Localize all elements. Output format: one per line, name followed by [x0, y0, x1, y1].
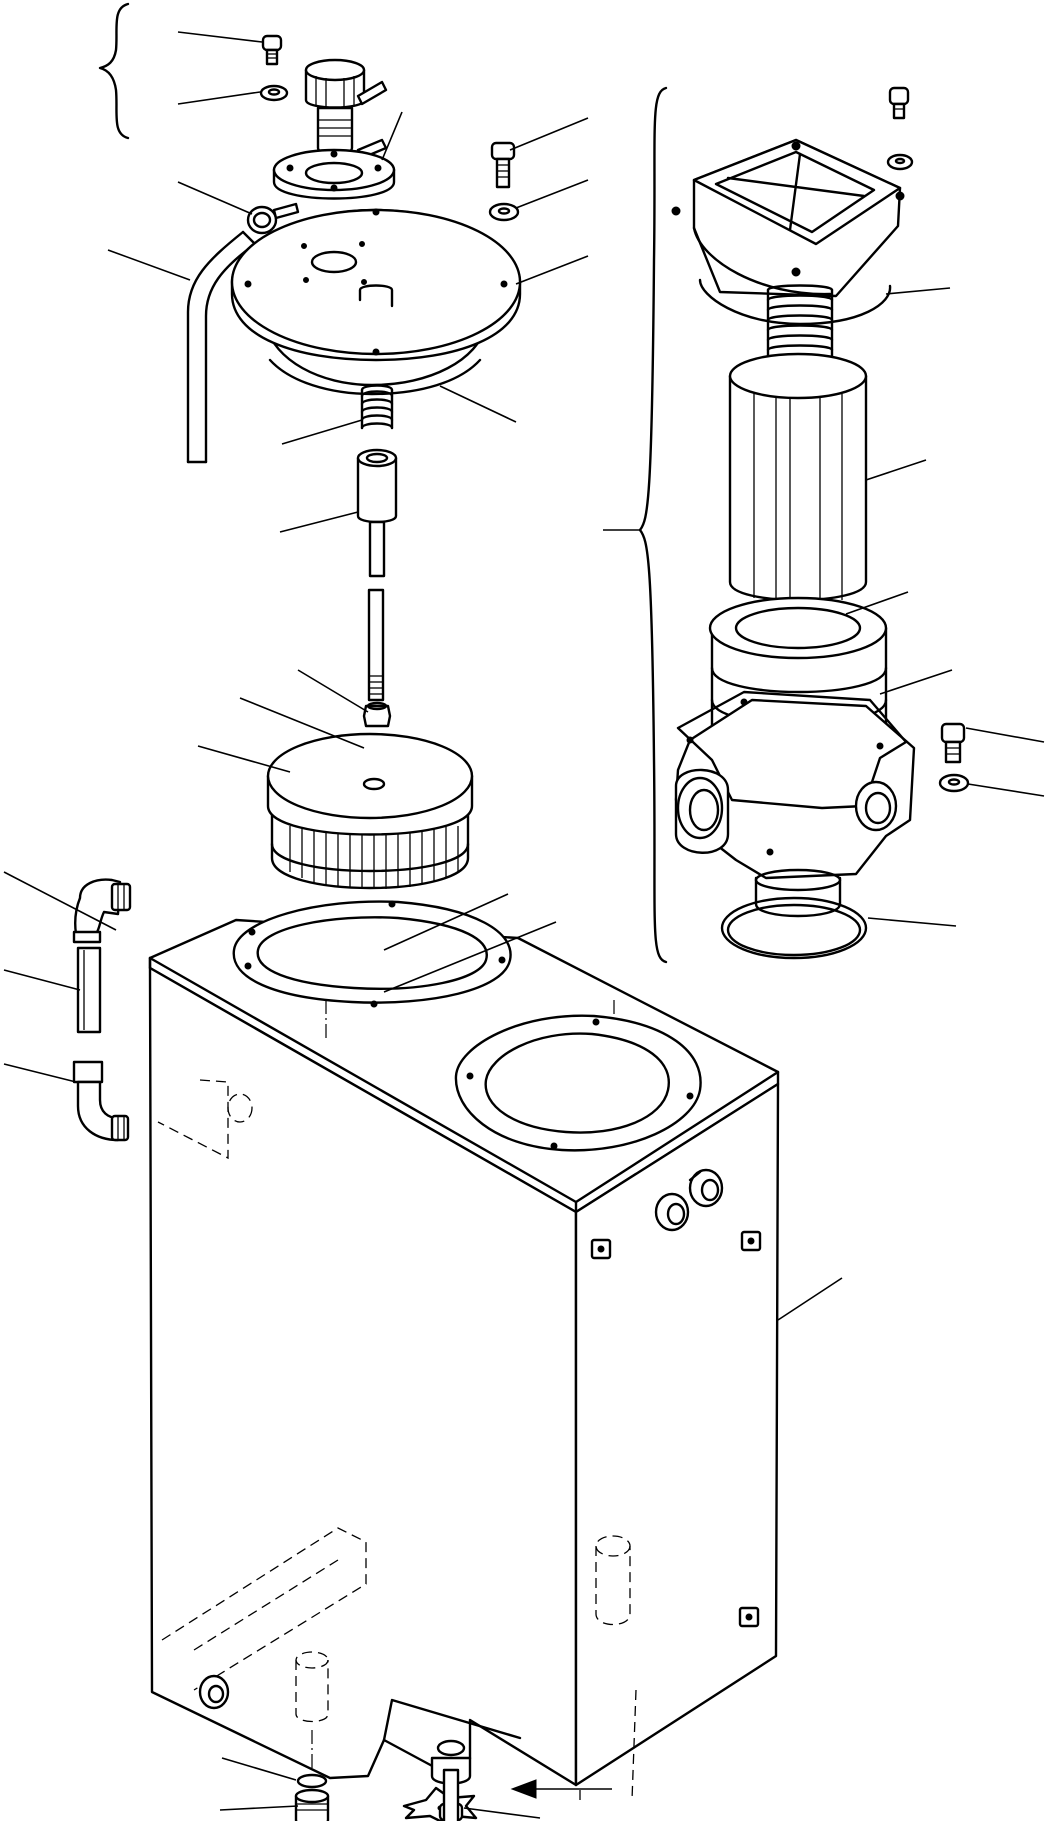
filter-element — [728, 352, 868, 604]
callout-leader-line — [383, 893, 509, 951]
callout-leader-line — [381, 111, 403, 161]
callout-leader-line — [177, 181, 253, 215]
callout-leader-line — [865, 459, 927, 481]
filter-head-bolt — [888, 86, 910, 120]
filter-head-body — [674, 690, 916, 918]
callout-leader-line — [177, 31, 263, 43]
callout-leader-line — [383, 921, 557, 993]
callout-leader-line — [197, 745, 291, 773]
callout-leader-line — [515, 179, 589, 209]
callout-leader-line — [219, 1805, 299, 1811]
tank-port-lower — [654, 1192, 690, 1232]
tank-opening-suction — [232, 900, 512, 1008]
callout-leader-line — [845, 591, 909, 615]
callout-leader-line — [463, 1807, 541, 1819]
callout-leader-line — [885, 287, 951, 295]
hose-clamp — [246, 202, 300, 235]
callout-leader-line — [297, 669, 369, 713]
drain-plug — [294, 1788, 330, 1821]
callout-leader-line — [439, 385, 517, 423]
callout-leader-line — [777, 1277, 843, 1321]
mount-bolt — [940, 722, 966, 764]
callout-leader-line — [879, 669, 953, 695]
valve-sleeve — [356, 448, 398, 578]
elbow-fitting-lower — [72, 1060, 130, 1142]
callout-leader-line — [177, 91, 261, 105]
bottom-bolt — [438, 1768, 464, 1821]
callout-leader-line — [3, 1063, 77, 1083]
callout-leader-line — [221, 1757, 297, 1781]
filter-cover — [671, 138, 905, 298]
mount-washer — [938, 773, 970, 793]
callout-leader-line — [239, 697, 365, 749]
brace-breather-group — [98, 2, 130, 140]
breather-cap — [304, 58, 388, 160]
callout-leader-line — [509, 117, 589, 151]
callout-leader-line — [281, 419, 363, 445]
elbow-fitting-upper — [72, 878, 132, 944]
tank-drain-boss — [198, 1674, 230, 1710]
relief-spring — [360, 384, 394, 430]
callout-leaders — [3, 31, 1045, 1819]
cover-washer — [488, 202, 520, 222]
tank-cover-plate — [230, 208, 522, 387]
bottom-washer — [436, 1739, 466, 1757]
drain-plug-oring — [296, 1773, 328, 1789]
arrow-indicator — [510, 1779, 612, 1799]
callout-leader-line — [967, 783, 1045, 797]
callout-leader-line — [3, 871, 117, 931]
brace-filter-group — [603, 86, 668, 964]
tank-weld-nut-right — [740, 1230, 762, 1252]
cover-bolt — [490, 141, 516, 189]
breather-washer — [259, 84, 289, 102]
suction-strainer — [266, 732, 474, 890]
tank-port-upper — [688, 1168, 724, 1208]
breather-adapter-flange — [272, 148, 396, 200]
tie-rod — [367, 588, 385, 702]
filter-bottom-oring — [720, 896, 868, 960]
callout-leader-line — [3, 969, 81, 991]
cover-gasket — [268, 358, 482, 396]
filter-head-washer — [886, 153, 914, 171]
breather-bolt — [261, 34, 283, 66]
callout-leader-line — [965, 727, 1045, 743]
tank-opening-filter — [454, 1014, 702, 1152]
connecting-pipe — [76, 946, 102, 1034]
callout-leader-line — [867, 917, 957, 927]
rod-nut-upper — [362, 701, 392, 728]
tank-weld-nut-bottom — [738, 1606, 760, 1628]
filter-cover-oring — [698, 278, 892, 326]
tank-weld-nut-left — [590, 1238, 612, 1260]
callout-leader-line — [279, 511, 359, 533]
callout-leader-line — [107, 249, 191, 281]
callout-leader-line — [515, 255, 589, 285]
